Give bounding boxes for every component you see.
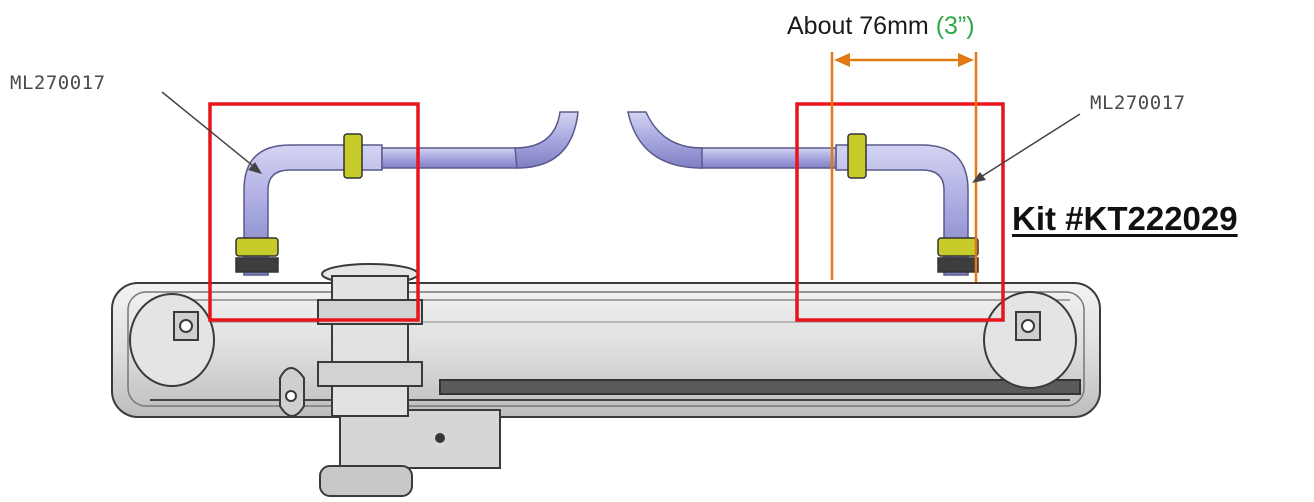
radiator-tank [111, 282, 1101, 418]
filler-neck [279, 263, 423, 417]
right-part-number-label: ML270017 [1090, 92, 1186, 114]
dimension-label: About 76mm (3”) [787, 12, 975, 41]
right-highlight-box [795, 102, 1005, 322]
dimension-indicator [830, 52, 978, 282]
leader-lines [161, 91, 1081, 183]
tank-end-caps [129, 291, 1077, 389]
kit-number-label: Kit #KT222029 [1012, 200, 1238, 237]
outlet-pipe [319, 409, 501, 497]
left-part-number-label: ML270017 [10, 72, 106, 94]
hose-clamps [235, 133, 979, 273]
dimension-imperial-text: (3”) [935, 12, 975, 40]
left-highlight-box [208, 102, 420, 322]
dimension-metric-text: About 76mm [787, 12, 929, 40]
left-hose [243, 111, 579, 276]
